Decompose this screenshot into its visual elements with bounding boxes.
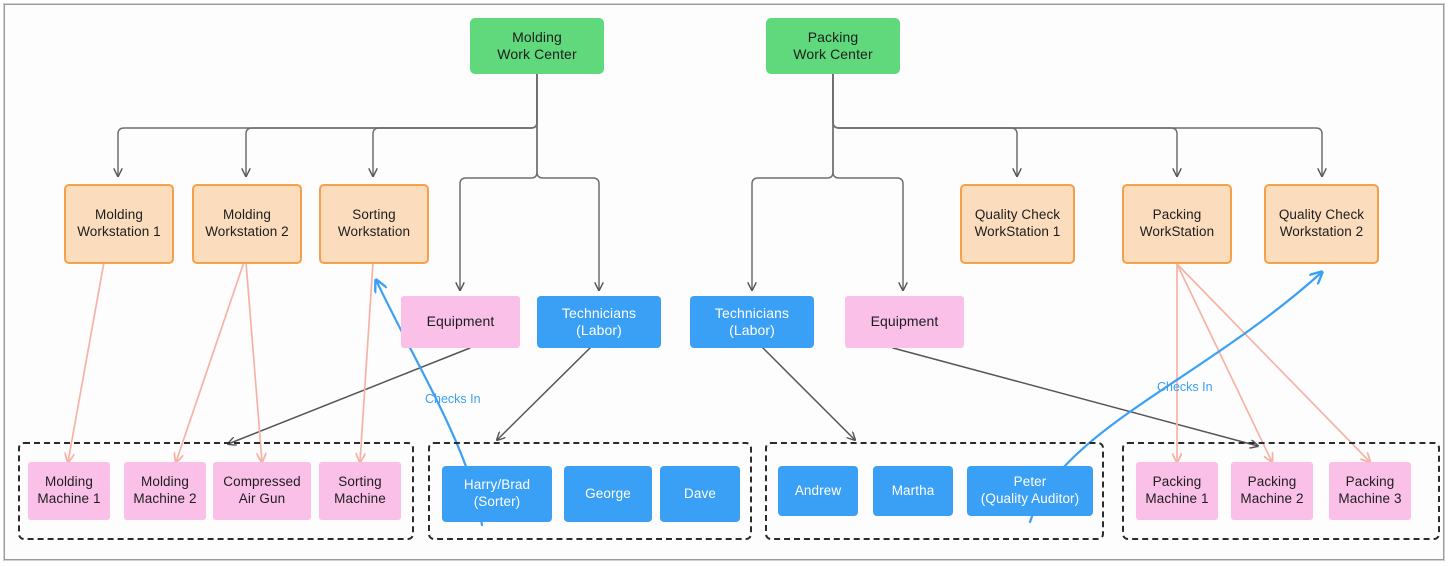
machine-packing-1[interactable]: Packing Machine 1 (1136, 462, 1218, 520)
resource-type-equipment-molding[interactable]: Equipment (401, 296, 520, 348)
machine-compressed-air-gun[interactable]: Compressed Air Gun (213, 462, 311, 520)
person-dave[interactable]: Dave (660, 466, 740, 522)
workstation-molding-2[interactable]: Molding Workstation 2 (192, 184, 302, 264)
person-george[interactable]: George (564, 466, 652, 522)
work-center-molding[interactable]: Molding Work Center (470, 18, 604, 74)
resource-type-equipment-packing[interactable]: Equipment (845, 296, 964, 348)
workstation-quality-check-1[interactable]: Quality Check WorkStation 1 (960, 184, 1075, 264)
edge-label-checks-in-left: Checks In (425, 392, 481, 406)
machine-packing-2[interactable]: Packing Machine 2 (1231, 462, 1313, 520)
workstation-packing[interactable]: Packing WorkStation (1122, 184, 1232, 264)
edge-label-checks-in-right: Checks In (1157, 380, 1213, 394)
person-martha[interactable]: Martha (873, 466, 953, 516)
workstation-molding-1[interactable]: Molding Workstation 1 (64, 184, 174, 264)
machine-sorting[interactable]: Sorting Machine (319, 462, 401, 520)
person-peter-quality-auditor[interactable]: Peter (Quality Auditor) (967, 466, 1093, 516)
person-harry-brad[interactable]: Harry/Brad (Sorter) (442, 466, 552, 522)
workstation-sorting[interactable]: Sorting Workstation (319, 184, 429, 264)
resource-type-technicians-molding[interactable]: Technicians (Labor) (537, 296, 661, 348)
work-center-packing[interactable]: Packing Work Center (766, 18, 900, 74)
machine-molding-1[interactable]: Molding Machine 1 (28, 462, 110, 520)
machine-molding-2[interactable]: Molding Machine 2 (124, 462, 206, 520)
resource-type-technicians-packing[interactable]: Technicians (Labor) (690, 296, 814, 348)
workstation-quality-check-2[interactable]: Quality Check Workstation 2 (1264, 184, 1379, 264)
machine-packing-3[interactable]: Packing Machine 3 (1329, 462, 1411, 520)
person-andrew[interactable]: Andrew (778, 466, 858, 516)
